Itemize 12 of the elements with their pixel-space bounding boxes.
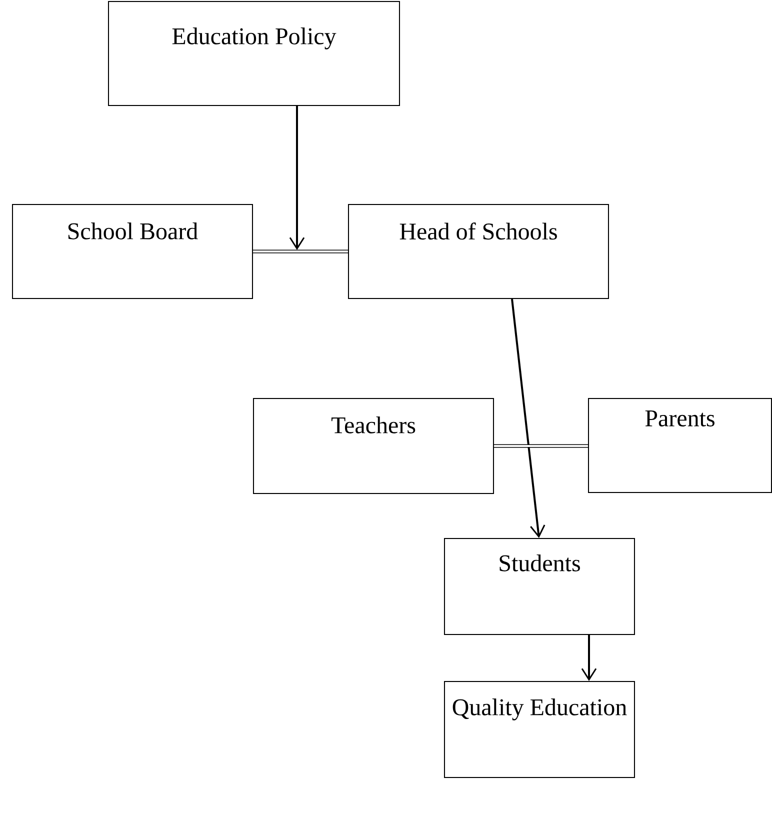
process-box: Head of Schools — [348, 204, 609, 299]
process-box: Parents — [588, 398, 772, 493]
process-box: Teachers — [253, 398, 494, 494]
arrow — [289, 106, 305, 250]
arrow — [581, 635, 597, 681]
process-box: Education Policy — [108, 1, 400, 106]
connector-line — [253, 250, 348, 254]
process-box: Quality Education — [444, 681, 635, 778]
arrow — [511, 298, 546, 538]
process-box: School Board — [12, 204, 253, 299]
connector-line — [494, 444, 588, 448]
process-box: Students — [444, 538, 635, 635]
